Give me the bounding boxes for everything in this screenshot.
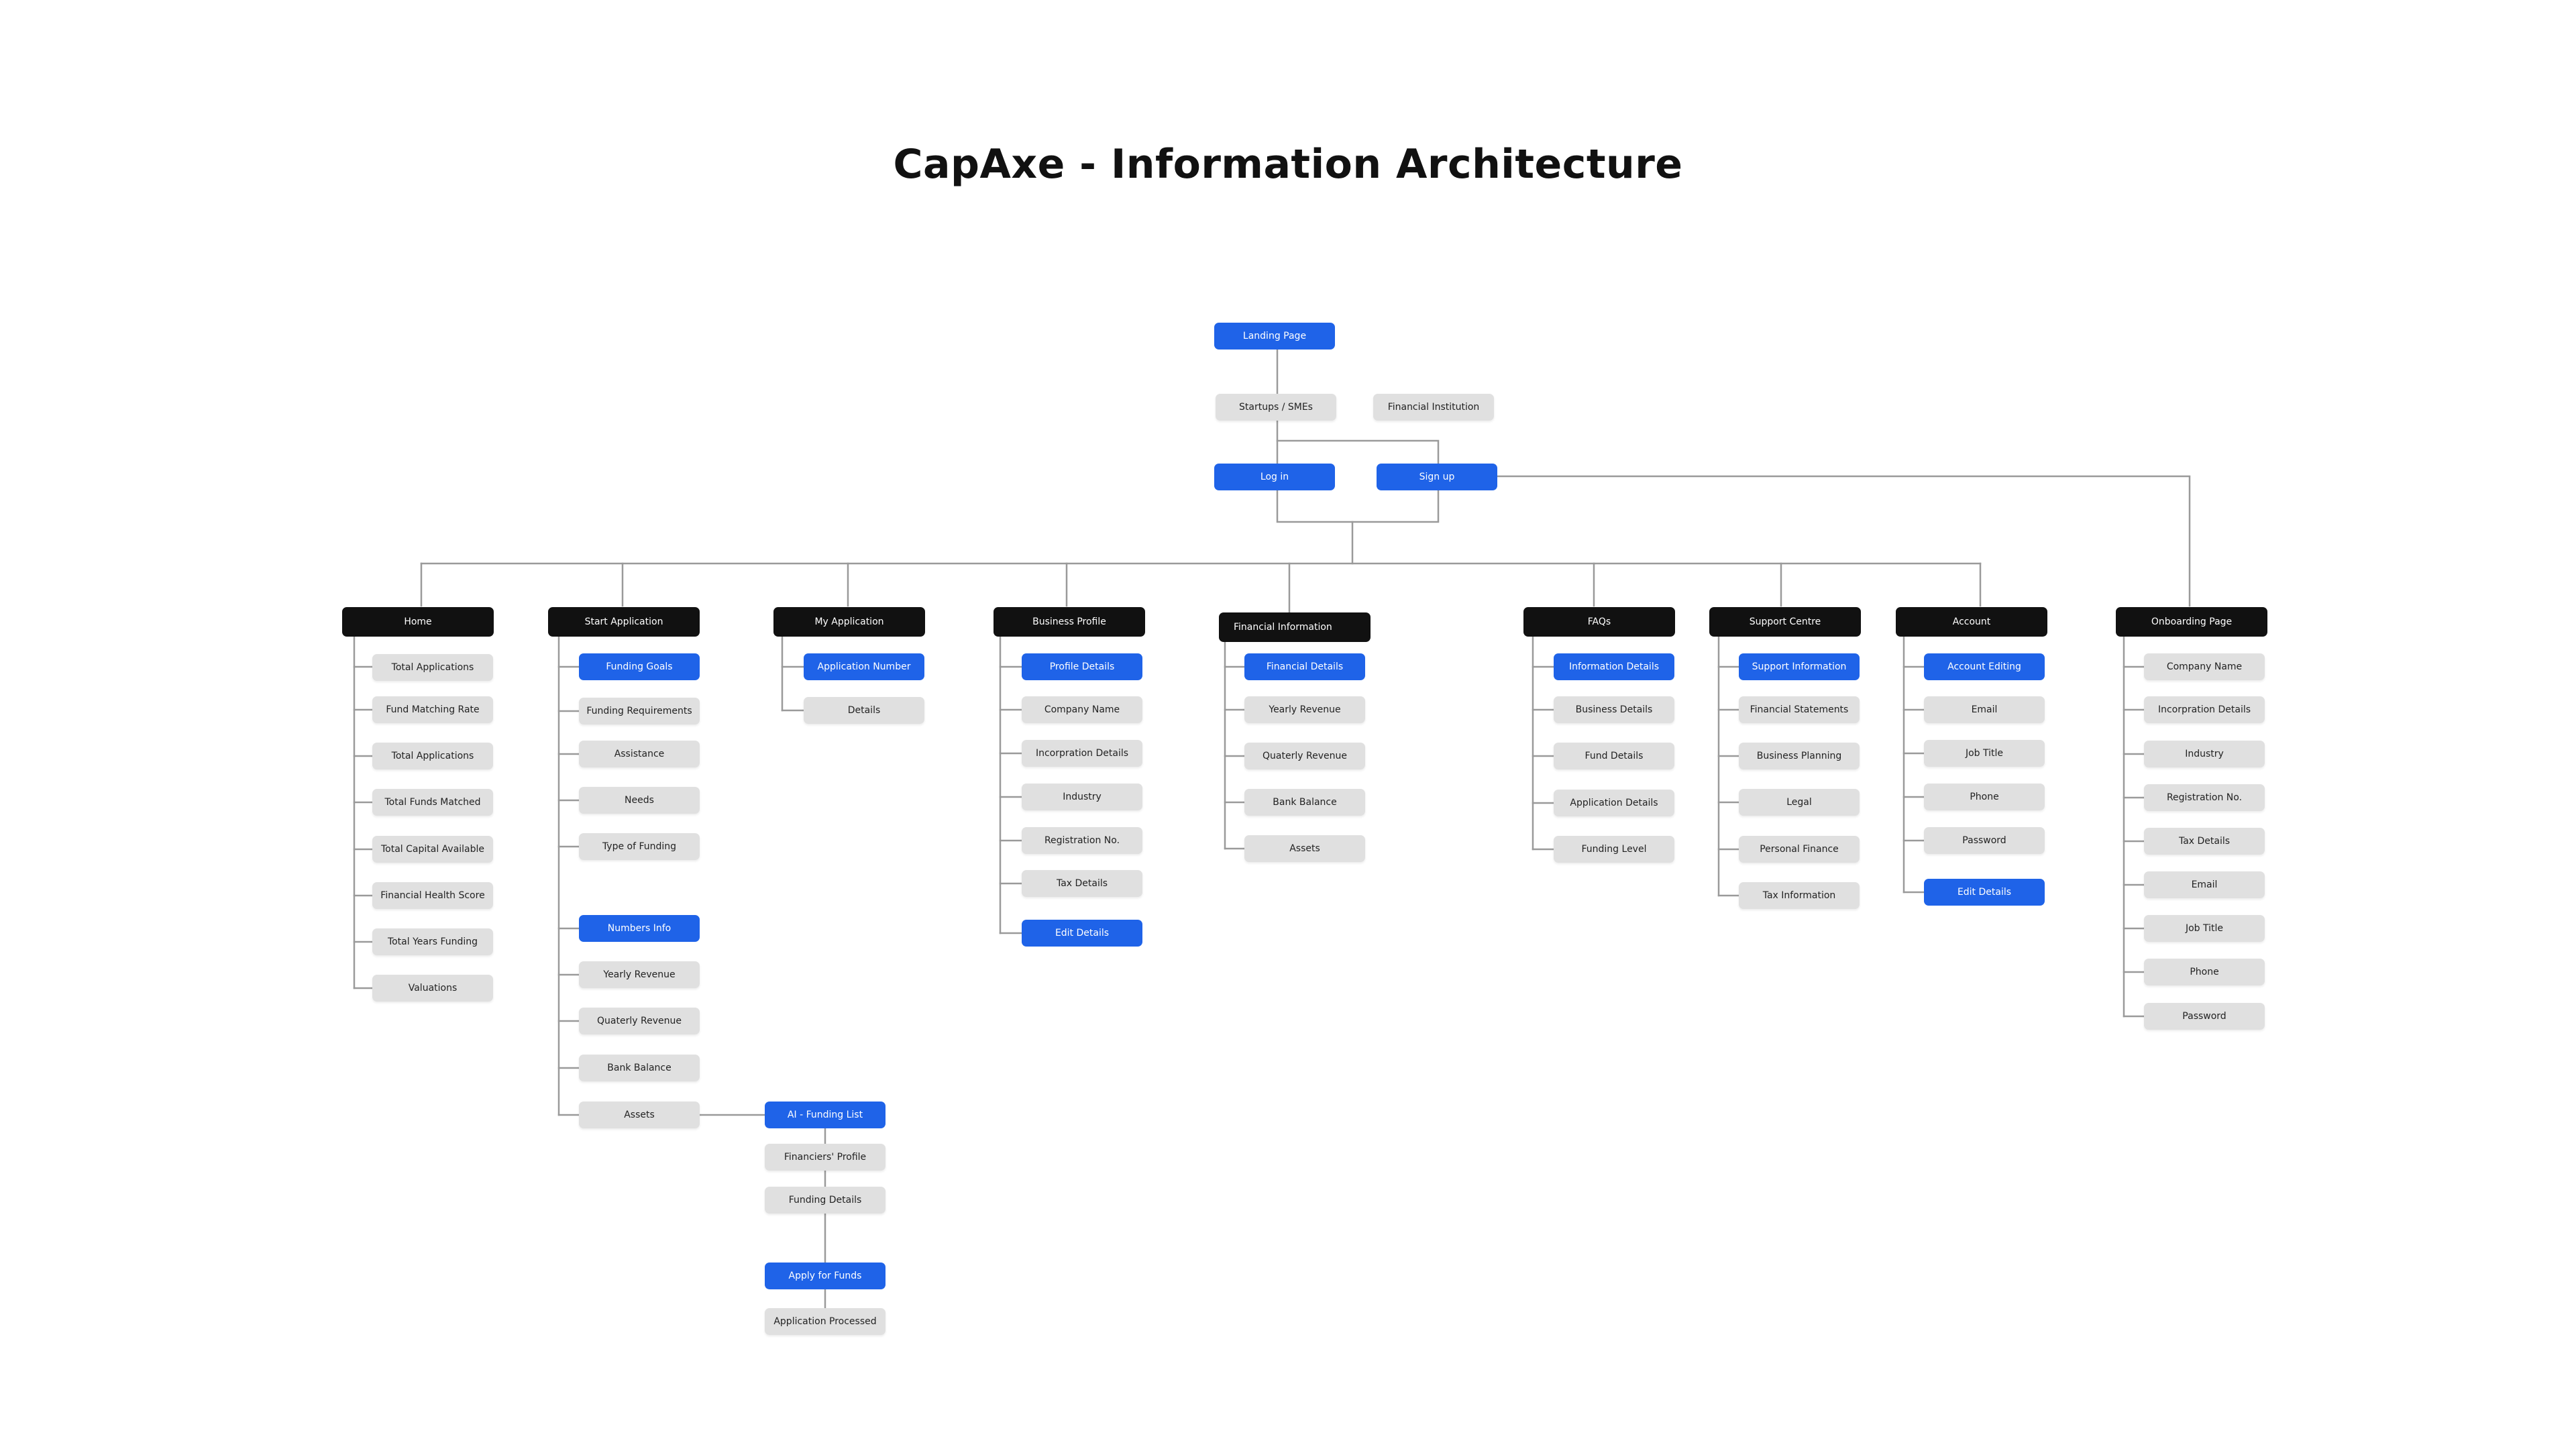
business-profile-header[interactable]: Business Profile (994, 607, 1145, 637)
business-profile-item[interactable]: Profile Details (1022, 653, 1142, 680)
start-application-item[interactable]: Funding Requirements (579, 698, 700, 724)
start-application-item[interactable]: Funding Goals (579, 653, 700, 680)
faqs-item[interactable]: Business Details (1554, 696, 1674, 723)
onboarding-item[interactable]: Tax Details (2144, 828, 2265, 855)
support-centre-item[interactable]: Legal (1739, 789, 1860, 816)
funding-flow-item[interactable]: Apply for Funds (765, 1263, 885, 1289)
business-profile-item[interactable]: Incorpration Details (1022, 740, 1142, 767)
onboarding-item[interactable]: Industry (2144, 741, 2265, 767)
home-item[interactable]: Total Capital Available (372, 836, 493, 863)
home-item[interactable]: Total Funds Matched (372, 789, 493, 816)
start-application-item[interactable]: Assets (579, 1102, 700, 1128)
account-item[interactable]: Edit Details (1924, 879, 2045, 906)
business-profile-item[interactable]: Industry (1022, 784, 1142, 810)
my-application-item[interactable]: Details (804, 697, 924, 724)
financial-information-item[interactable]: Yearly Revenue (1244, 696, 1365, 723)
financial-information-item[interactable]: Financial Details (1244, 653, 1365, 680)
account-item[interactable]: Account Editing (1924, 653, 2045, 680)
financial-institution-node[interactable]: Financial Institution (1373, 394, 1494, 421)
start-application-header[interactable]: Start Application (548, 607, 700, 637)
funding-flow-item[interactable]: Funding Details (765, 1187, 885, 1214)
diagram-title: CapAxe - Information Architecture (893, 141, 1683, 188)
my-application-item[interactable]: Application Number (804, 653, 924, 680)
home-item[interactable]: Financial Health Score (372, 882, 493, 909)
account-item[interactable]: Password (1924, 827, 2045, 854)
onboarding-item[interactable]: Company Name (2144, 653, 2265, 680)
startups-smes-node[interactable]: Startups / SMEs (1216, 394, 1336, 421)
faqs-item[interactable]: Funding Level (1554, 836, 1674, 863)
onboarding-item[interactable]: Phone (2144, 959, 2265, 985)
home-item[interactable]: Total Years Funding (372, 928, 493, 955)
onboarding-page-header[interactable]: Onboarding Page (2116, 607, 2267, 637)
start-application-item[interactable]: Needs (579, 787, 700, 814)
support-centre-item[interactable]: Personal Finance (1739, 836, 1860, 863)
business-profile-item[interactable]: Company Name (1022, 696, 1142, 723)
home-header[interactable]: Home (342, 607, 494, 637)
home-item[interactable]: Fund Matching Rate (372, 696, 493, 723)
financial-information-item[interactable]: Assets (1244, 835, 1365, 862)
support-centre-header[interactable]: Support Centre (1709, 607, 1861, 637)
start-application-item[interactable]: Numbers Info (579, 915, 700, 942)
faqs-item[interactable]: Application Details (1554, 790, 1674, 816)
home-item[interactable]: Total Applications (372, 654, 493, 681)
start-application-item[interactable]: Quaterly Revenue (579, 1008, 700, 1034)
funding-flow-item[interactable]: Application Processed (765, 1308, 885, 1335)
login-node[interactable]: Log in (1214, 464, 1335, 490)
financial-information-item[interactable]: Bank Balance (1244, 789, 1365, 816)
start-application-item[interactable]: Assistance (579, 741, 700, 767)
start-application-item[interactable]: Bank Balance (579, 1055, 700, 1081)
onboarding-item[interactable]: Registration No. (2144, 784, 2265, 811)
support-centre-item[interactable]: Tax Information (1739, 882, 1860, 909)
faqs-item[interactable]: Information Details (1554, 653, 1674, 680)
onboarding-item[interactable]: Incorpration Details (2144, 696, 2265, 723)
onboarding-item[interactable]: Password (2144, 1003, 2265, 1030)
business-profile-item[interactable]: Edit Details (1022, 920, 1142, 947)
onboarding-item[interactable]: Job Title (2144, 915, 2265, 942)
financial-information-item[interactable]: Quaterly Revenue (1244, 743, 1365, 769)
signup-node[interactable]: Sign up (1377, 464, 1497, 490)
onboarding-item[interactable]: Email (2144, 871, 2265, 898)
support-centre-item[interactable]: Support Information (1739, 653, 1860, 680)
start-application-item[interactable]: Type of Funding (579, 833, 700, 860)
home-item[interactable]: Valuations (372, 975, 493, 1002)
account-item[interactable]: Email (1924, 696, 2045, 723)
account-header[interactable]: Account (1896, 607, 2047, 637)
landing-page-node[interactable]: Landing Page (1214, 323, 1335, 350)
faqs-item[interactable]: Fund Details (1554, 743, 1674, 769)
financial-information-header[interactable]: Financial Information (1219, 612, 1371, 642)
faqs-header[interactable]: FAQs (1523, 607, 1675, 637)
my-application-header[interactable]: My Application (773, 607, 925, 637)
start-application-item[interactable]: Yearly Revenue (579, 961, 700, 988)
account-item[interactable]: Phone (1924, 784, 2045, 810)
funding-flow-item[interactable]: Financiers' Profile (765, 1144, 885, 1171)
support-centre-item[interactable]: Financial Statements (1739, 696, 1860, 723)
support-centre-item[interactable]: Business Planning (1739, 743, 1860, 769)
account-item[interactable]: Job Title (1924, 740, 2045, 767)
home-item[interactable]: Total Applications (372, 743, 493, 769)
business-profile-item[interactable]: Tax Details (1022, 870, 1142, 897)
business-profile-item[interactable]: Registration No. (1022, 827, 1142, 854)
funding-flow-item[interactable]: AI - Funding List (765, 1102, 885, 1128)
